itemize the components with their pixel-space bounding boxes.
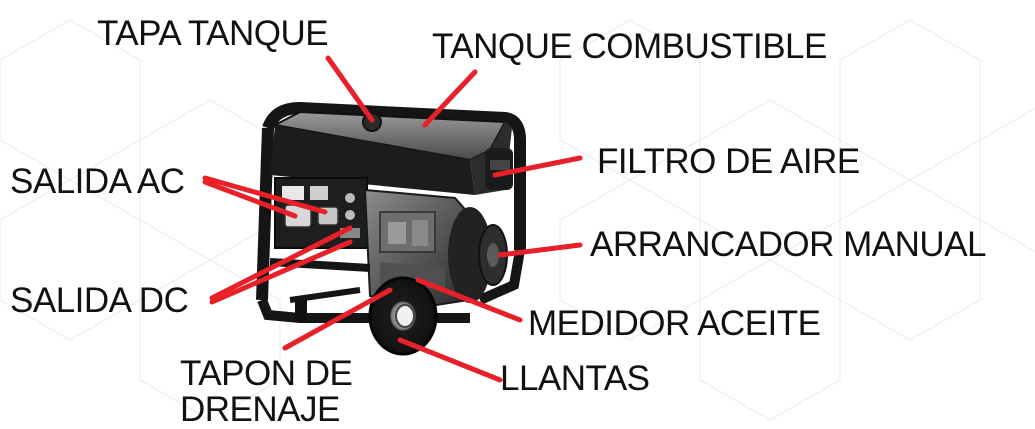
leader-llantas (397, 337, 503, 383)
leader-salida-ac-2 (202, 179, 298, 219)
leader-tanque-combustible (422, 69, 478, 128)
leader-filtro-de-aire (492, 155, 583, 178)
label-arrancador-manual: ARRANCADOR MANUAL (590, 225, 987, 264)
label-llantas: LLANTAS (500, 359, 650, 398)
leader-medidor-aceite (415, 277, 523, 323)
leader-tapa-tanque (325, 55, 375, 123)
leader-salida-dc-1 (209, 225, 353, 301)
label-medidor-aceite: MEDIDOR ACEITE (528, 304, 821, 343)
label-tapon-de-drenaje: TAPON DE DRENAJE (180, 354, 353, 429)
frame-base (269, 258, 371, 322)
leader-salida-dc-2 (209, 239, 353, 305)
label-salida-dc: SALIDA DC (10, 281, 189, 320)
label-tapon-de-drenaje-line-2: DRENAJE (180, 390, 340, 429)
leader-tapon-de-drenaje (282, 287, 393, 351)
label-tanque-combustible: TANQUE COMBUSTIBLE (432, 27, 827, 66)
wheel (368, 276, 438, 356)
leader-arrancador-manual (497, 242, 583, 258)
engine (363, 188, 508, 308)
label-tapa-tanque: TAPA TANQUE (97, 14, 329, 53)
label-tapon-de-drenaje-line-1: TAPON DE (180, 354, 353, 393)
air-filter (485, 148, 513, 190)
leader-salida-ac-1 (202, 175, 328, 215)
label-filtro-de-aire: FILTRO DE AIRE (597, 142, 860, 181)
label-salida-ac: SALIDA AC (10, 162, 185, 201)
